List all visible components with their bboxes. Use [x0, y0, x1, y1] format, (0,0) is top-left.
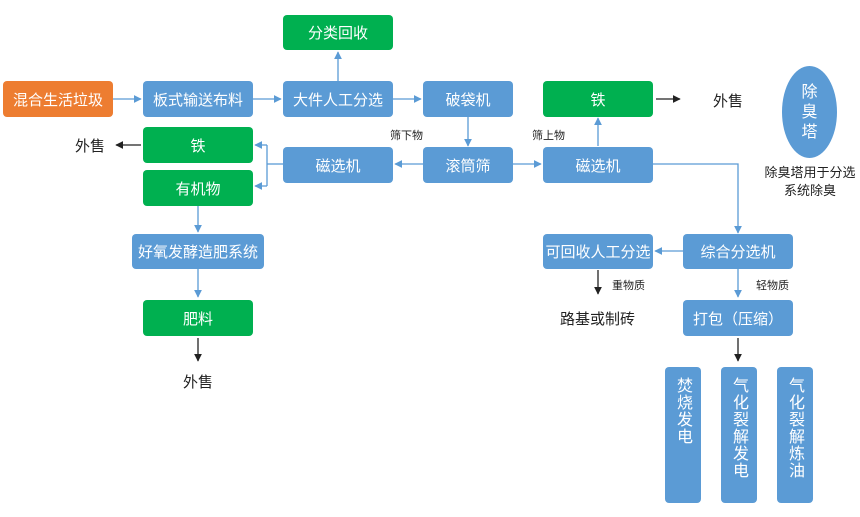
deodor-note: 除臭塔用于分选系统除臭: [764, 166, 856, 199]
plate-conveyor-box: 板式输送布料: [143, 81, 253, 117]
sell-bottom-label: 外售: [183, 373, 214, 391]
bag-breaker-box: 破袋机: [423, 81, 513, 117]
deodor-tower-circle: 除臭塔: [782, 66, 837, 158]
heavy-material-label: 重物质: [612, 279, 645, 292]
baling-box: 打包（压缩）: [683, 300, 793, 336]
road-brick-label: 路基或制砖: [560, 310, 636, 328]
drum-screen-box: 滚筒筛: [423, 147, 513, 183]
comprehensive-sorter-box: 综合分选机: [683, 234, 793, 269]
large-manual-sort-box: 大件人工分选: [283, 81, 393, 117]
magnetic-right-box: 磁选机: [543, 147, 653, 183]
sell-left-label: 外售: [75, 137, 106, 155]
gasification-power-box: 气化裂解发电: [721, 367, 757, 503]
magnetic-left-box: 磁选机: [283, 147, 393, 183]
sell-top-label: 外售: [713, 92, 744, 110]
classified-recycle-box: 分类回收: [283, 15, 393, 50]
oversize-label: 筛上物: [532, 129, 565, 142]
recyclable-manual-sort-box: 可回收人工分选: [543, 234, 653, 269]
mixed-waste-box: 混合生活垃圾: [3, 81, 113, 117]
iron-top-box: 铁: [543, 81, 653, 117]
fertilizer-box: 肥料: [143, 300, 253, 336]
organic-box: 有机物: [143, 170, 253, 206]
light-material-label: 轻物质: [756, 279, 789, 292]
arrow-magnetic-right-to-comprehensive: [653, 163, 742, 234]
undersize-label: 筛下物: [390, 129, 423, 142]
incineration-power-box: 焚烧发电: [665, 367, 701, 503]
iron-left-box: 铁: [143, 127, 253, 163]
aerobic-fermentation-box: 好氧发酵造肥系统: [132, 234, 264, 269]
gasification-oil-box: 气化裂解炼油: [777, 367, 813, 503]
